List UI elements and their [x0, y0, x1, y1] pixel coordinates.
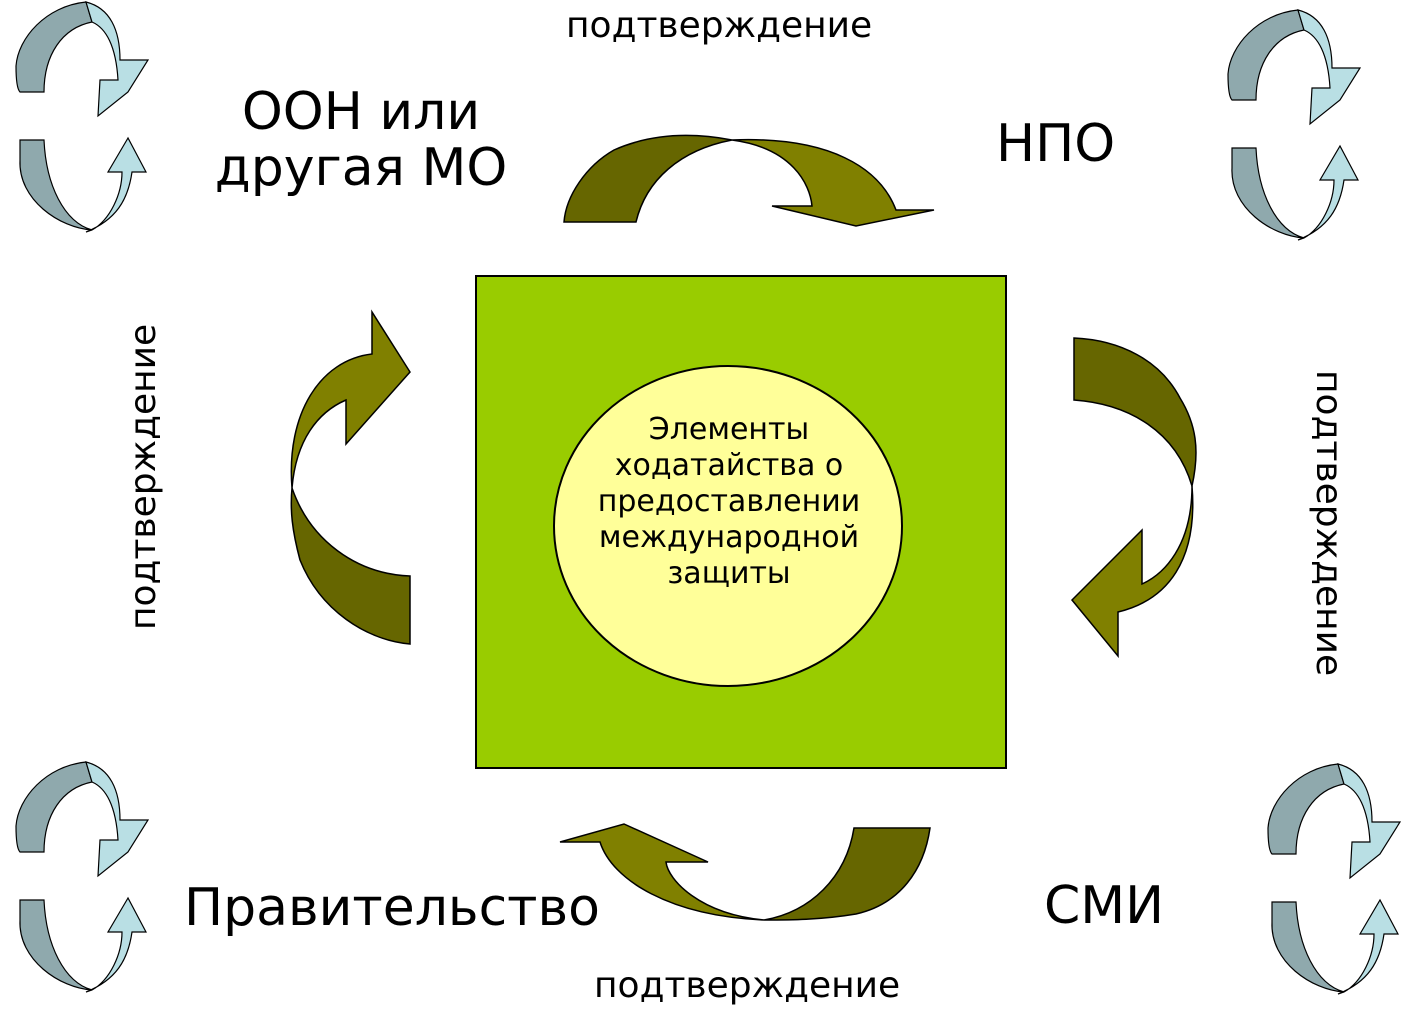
- curved-arrow-bottom: [559, 823, 931, 921]
- curved-arrow-right: [1070, 337, 1197, 659]
- edge-label-bottom: подтверждение: [594, 965, 901, 1006]
- center-label: Элементы ходатайства о предоставлении ме…: [597, 412, 861, 591]
- edge-label-left: подтверждение: [123, 323, 164, 630]
- curved-arrow-top: [563, 134, 935, 227]
- node-label-media: СМИ: [1044, 876, 1165, 936]
- curved-arrow-left: [290, 309, 411, 645]
- node-label-un: ООН или другая МО: [214, 82, 508, 198]
- cycle-arrow-icon-bottom-right: [1267, 763, 1401, 995]
- center-ellipse: [553, 365, 903, 687]
- edge-label-top: подтверждение: [566, 5, 873, 46]
- cycle-arrow-icon-bottom-left: [15, 761, 149, 993]
- node-label-government: Правительство: [184, 878, 600, 938]
- edge-label-right: подтверждение: [1308, 370, 1349, 677]
- node-label-ngo: НПО: [996, 114, 1116, 174]
- cycle-arrow-icon-top-left: [15, 1, 149, 233]
- cycle-arrow-icon-top-right: [1227, 9, 1361, 241]
